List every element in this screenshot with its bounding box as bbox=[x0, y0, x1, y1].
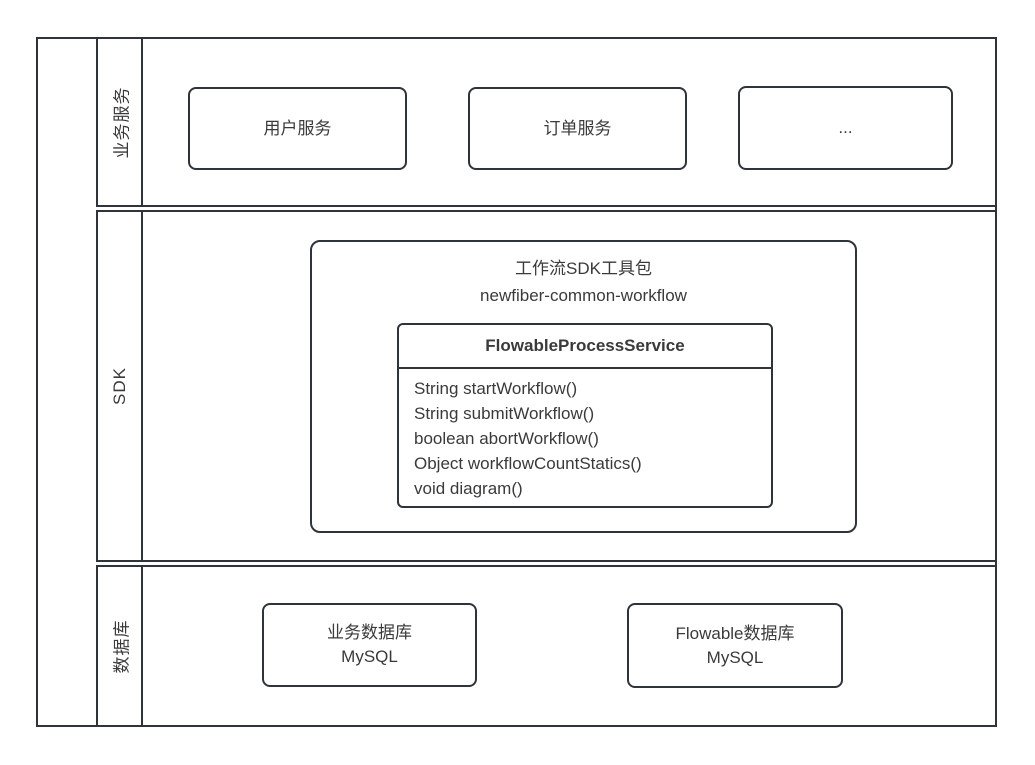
class-method: boolean abortWorkflow() bbox=[414, 429, 599, 448]
box-business-database: 业务数据库 MySQL bbox=[262, 603, 477, 687]
box-more-services: ... bbox=[738, 86, 953, 170]
sdk-package-title: 工作流SDK工具包 bbox=[515, 259, 652, 278]
class-method: Object workflowCountStatics() bbox=[414, 454, 642, 473]
layer-label-sdk: SDK bbox=[109, 367, 129, 405]
box-more-services-label: ... bbox=[838, 118, 853, 137]
layer-label-cell-business: 业务服务 bbox=[96, 37, 143, 207]
sdk-package-title-block: 工作流SDK工具包 newfiber-common-workflow bbox=[312, 242, 855, 309]
box-business-database-name: 业务数据库 bbox=[327, 623, 412, 642]
box-flowable-database-engine: MySQL bbox=[706, 647, 764, 667]
class-method: void diagram() bbox=[414, 479, 523, 498]
layer-label-cell-database: 数据库 bbox=[96, 565, 143, 727]
box-business-database-engine: MySQL bbox=[341, 647, 398, 666]
layer-label-cell-sdk: SDK bbox=[96, 210, 143, 562]
box-user-service-label: 用户服务 bbox=[263, 118, 332, 138]
class-name-header: FlowableProcessService bbox=[399, 325, 771, 369]
box-flowable-database: Flowable数据库 MySQL bbox=[627, 603, 843, 688]
box-order-service-label: 订单服务 bbox=[543, 118, 612, 138]
box-order-service: 订单服务 bbox=[468, 87, 687, 170]
sdk-package-artifact: newfiber-common-workflow bbox=[480, 286, 687, 305]
box-user-service: 用户服务 bbox=[188, 87, 407, 170]
box-flowable-process-service: FlowableProcessService String startWorkf… bbox=[397, 323, 773, 508]
class-method: String submitWorkflow() bbox=[414, 404, 595, 423]
layer-label-business: 业务服务 bbox=[112, 86, 131, 158]
class-method: String startWorkflow() bbox=[414, 379, 578, 398]
box-flowable-database-name: Flowable数据库 bbox=[675, 623, 795, 643]
class-method-list: String startWorkflow() String submitWork… bbox=[399, 369, 771, 501]
layer-label-database: 数据库 bbox=[112, 619, 131, 673]
